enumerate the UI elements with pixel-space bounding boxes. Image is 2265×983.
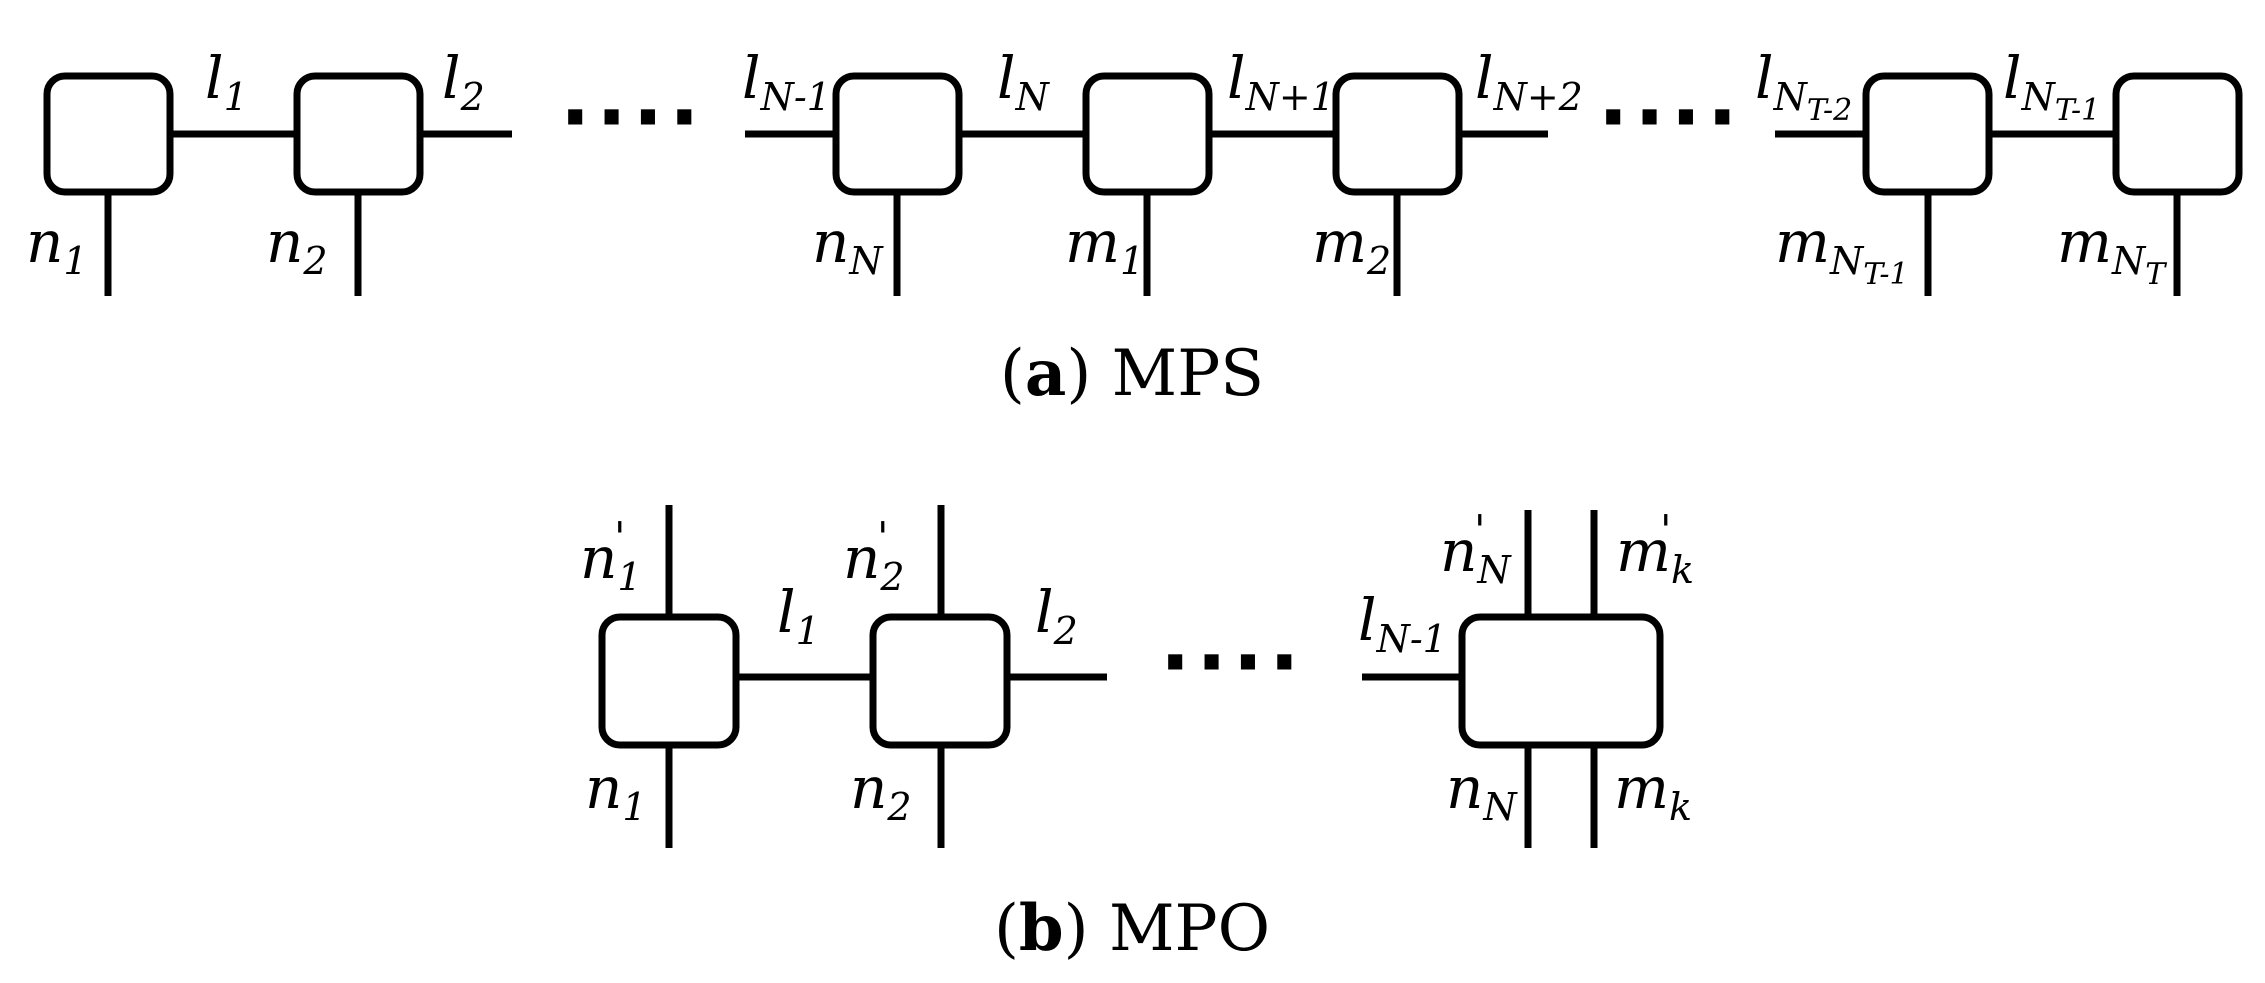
mpo-top-label-n1: n1 bbox=[580, 524, 642, 599]
mpo-top-label-n2: n2 bbox=[843, 524, 905, 599]
mps-diagram: ···· ···· l1 l2 lN-1 lN lN+1 lN+2 lNT-2 … bbox=[26, 44, 2243, 411]
mps-bond-label-ln+1: lN+1 bbox=[1227, 44, 1335, 119]
mps-bond-label-l1: l1 bbox=[205, 44, 248, 119]
mps-tensor-2 bbox=[293, 72, 424, 196]
mps-tensor-1 bbox=[43, 72, 174, 196]
mps-bond-label-lnt-1: lNT-1 bbox=[2003, 44, 2100, 128]
mpo-caption: (b) MPO bbox=[994, 891, 1270, 966]
mpo-ellipsis: ···· bbox=[1160, 616, 1306, 709]
mpo-bond-label-l1: l1 bbox=[777, 578, 820, 653]
mpo-top-prime-n1: ' bbox=[614, 513, 626, 562]
mps-bond-label-ln: lN bbox=[997, 44, 1051, 119]
mps-bond-label-ln-1: lN-1 bbox=[742, 44, 831, 119]
mpo-bottom-label-mk: mk bbox=[1614, 754, 1692, 829]
mps-tensor-mnt-1 bbox=[1862, 72, 1993, 196]
mpo-bond-label-l2: l2 bbox=[1035, 578, 1078, 653]
mpo-tensor-1 bbox=[598, 613, 740, 749]
mps-bond-label-ln+2: lN+2 bbox=[1475, 44, 1583, 119]
mps-bond-label-l2: l2 bbox=[442, 44, 485, 119]
mpo-tensor-joint bbox=[1458, 613, 1664, 749]
mps-phys-label-mnt: mNT bbox=[2057, 208, 2167, 292]
mpo-diagram: ···· n1 ' n2 ' nN ' mk ' l1 l2 lN-1 n1 n… bbox=[580, 505, 1694, 966]
mps-ellipsis-2: ···· bbox=[1598, 71, 1744, 164]
mps-phys-label-m1: m1 bbox=[1065, 208, 1144, 283]
mps-phys-label-mnt-1: mNT-1 bbox=[1775, 208, 1909, 292]
mpo-bottom-label-nn: nN bbox=[1446, 754, 1518, 829]
mpo-top-prime-nn: ' bbox=[1474, 506, 1486, 555]
mps-tensor-mnt bbox=[2112, 72, 2243, 196]
mpo-top-label-nn: nN bbox=[1440, 517, 1512, 592]
mps-bond-label-lnt-2: lNT-2 bbox=[1755, 44, 1852, 128]
mps-phys-label-n2: n2 bbox=[266, 208, 328, 283]
mps-caption: (a) MPS bbox=[1000, 336, 1264, 411]
mpo-bottom-label-n2: n2 bbox=[850, 754, 912, 829]
mpo-bond-label-ln-1: lN-1 bbox=[1358, 586, 1447, 661]
mps-phys-label-m2: m2 bbox=[1312, 208, 1391, 283]
mpo-tensor-2 bbox=[869, 613, 1011, 749]
mps-tensor-m1 bbox=[1082, 72, 1213, 196]
mpo-top-prime-n2: ' bbox=[877, 513, 889, 562]
mps-phys-label-n1: n1 bbox=[26, 208, 88, 283]
mps-ellipsis-1: ···· bbox=[560, 71, 706, 164]
mpo-bottom-label-n1: n1 bbox=[585, 754, 647, 829]
mpo-top-label-mk: mk bbox=[1616, 517, 1694, 592]
mps-tensor-m2 bbox=[1332, 72, 1463, 196]
mps-tensor-n bbox=[832, 72, 963, 196]
mps-phys-label-nn: nN bbox=[812, 208, 884, 283]
mpo-top-prime-mk: ' bbox=[1660, 506, 1672, 555]
